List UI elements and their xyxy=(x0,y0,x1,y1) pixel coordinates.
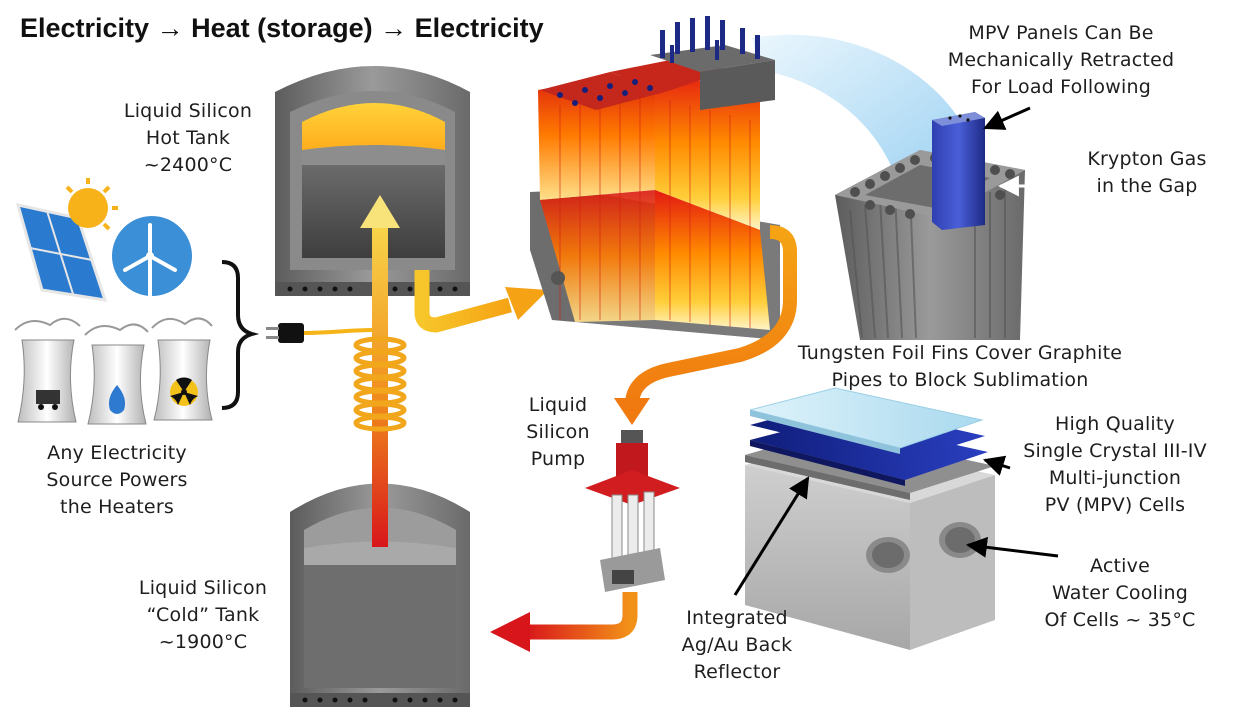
wind-turbine-icon xyxy=(112,216,192,297)
power-plug-icon xyxy=(266,323,304,343)
power-cable xyxy=(299,328,373,335)
up-arrow-head xyxy=(360,195,400,228)
thermal-storage-block xyxy=(530,16,780,340)
mpv-panels-pointer xyxy=(983,106,1031,130)
cooling-pointer xyxy=(965,536,1059,558)
pv-cells-pointer xyxy=(982,455,1011,476)
solar-panel-icon xyxy=(15,203,108,302)
hot-flow-arrow xyxy=(505,287,548,320)
hot-tank xyxy=(275,66,470,296)
gas-plant-icon xyxy=(84,323,149,425)
diagram-title: Electricity → Heat (storage) → Electrici… xyxy=(20,13,544,43)
source-brace xyxy=(221,260,260,410)
storage-to-pump-pipe xyxy=(625,225,797,406)
coal-plant-icon xyxy=(14,317,81,423)
mpv-tower xyxy=(835,112,1025,340)
riser-pipe xyxy=(372,225,388,547)
silicon-pump xyxy=(585,430,680,592)
cold-flow-pipe xyxy=(525,592,638,640)
cold-tank-label: Liquid Silicon“Cold” Tank~1900°C xyxy=(138,577,268,653)
pump-flow-arrow xyxy=(614,398,650,425)
cold-tank xyxy=(290,483,470,707)
nuclear-plant-icon xyxy=(151,317,213,421)
heater-coil xyxy=(353,336,407,432)
hot-flow-pipe xyxy=(414,270,512,333)
cold-flow-arrow xyxy=(490,612,530,652)
reflector-pointer xyxy=(733,476,810,596)
sun-icon xyxy=(65,178,118,231)
